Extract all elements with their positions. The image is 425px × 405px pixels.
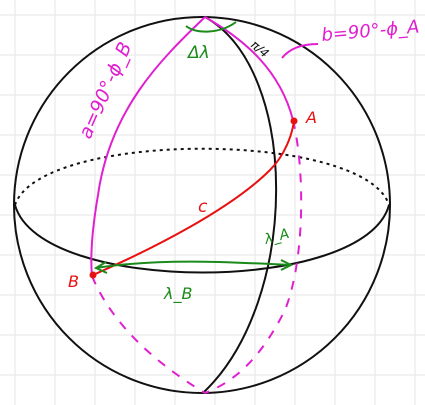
meridian-to-b-hidden (91, 275, 206, 394)
arrowhead-left (93, 261, 108, 274)
arc-c-label: c (198, 197, 208, 217)
meridian-to-a-hidden (204, 119, 303, 394)
great-circle-arc-c (92, 120, 295, 276)
pi-over-4-label: π/4 (248, 38, 271, 61)
b-label-pointer (281, 43, 319, 59)
reference-meridian (203, 16, 278, 393)
meridian-to-a (204, 16, 294, 121)
longitude-arc-lambda-b (95, 260, 291, 269)
point-b-marker (89, 271, 97, 279)
point-a-marker (290, 117, 298, 125)
arc-a-label: a=90°-ϕ_B (74, 39, 136, 142)
sphere-outline (13, 16, 391, 394)
equator-front (14, 204, 390, 274)
lambda-a-label: λ_A (262, 226, 291, 248)
equator-back-dashed (14, 147, 390, 206)
delta-lambda-label: Δλ (186, 43, 210, 63)
point-b-label: B (68, 272, 79, 291)
point-a-label: A (305, 108, 317, 127)
lambda-b-label: λ_B (163, 284, 192, 304)
arrowhead-right (280, 259, 294, 271)
meridian-to-b (90, 16, 206, 277)
delta-lambda-angle-mark (185, 21, 237, 33)
arc-b-label: b=90°-ϕ_A (321, 17, 421, 46)
